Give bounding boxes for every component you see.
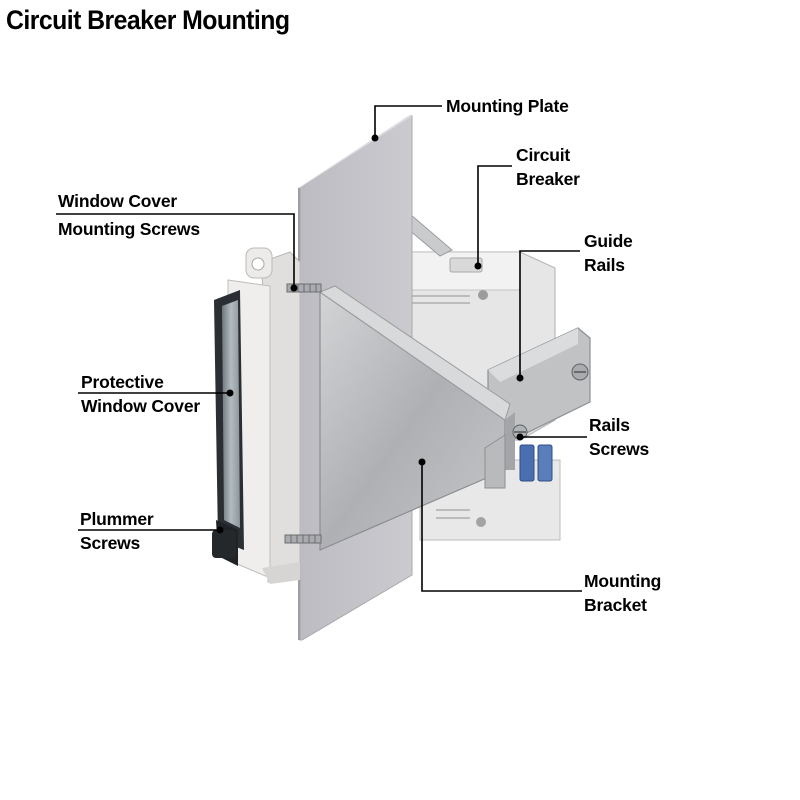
label-plummer-screws: Plummer Screws bbox=[80, 509, 154, 553]
leader-window-cover-screws bbox=[56, 213, 295, 288]
leader-dots bbox=[216, 134, 524, 534]
leader-circuit-breaker bbox=[477, 165, 512, 266]
label-mounting-plate: Mounting Plate bbox=[446, 96, 569, 116]
protective-window-cover bbox=[212, 247, 301, 584]
leader-guide-rails bbox=[519, 250, 580, 378]
label-guide-rails: Guide Rails bbox=[584, 231, 633, 275]
label-rails-screws: Rails Screws bbox=[589, 415, 650, 459]
leader-mounting-plate bbox=[374, 105, 442, 138]
leader-lines bbox=[56, 105, 587, 592]
label-protective-window-cover: Protective Window Cover bbox=[81, 372, 200, 416]
mounting-bracket bbox=[318, 285, 528, 551]
leader-mounting-bracket bbox=[421, 462, 582, 592]
plummer-screw bbox=[284, 534, 322, 544]
label-circuit-breaker: Circuit Breaker bbox=[516, 145, 580, 189]
label-mounting-bracket: Mounting Bracket bbox=[584, 571, 662, 615]
diagram-title: Circuit Breaker Mounting bbox=[6, 5, 290, 35]
label-window-cover-mounting-screws: Window Cover Mounting Screws bbox=[58, 191, 200, 239]
window-cover-screw bbox=[286, 283, 322, 293]
